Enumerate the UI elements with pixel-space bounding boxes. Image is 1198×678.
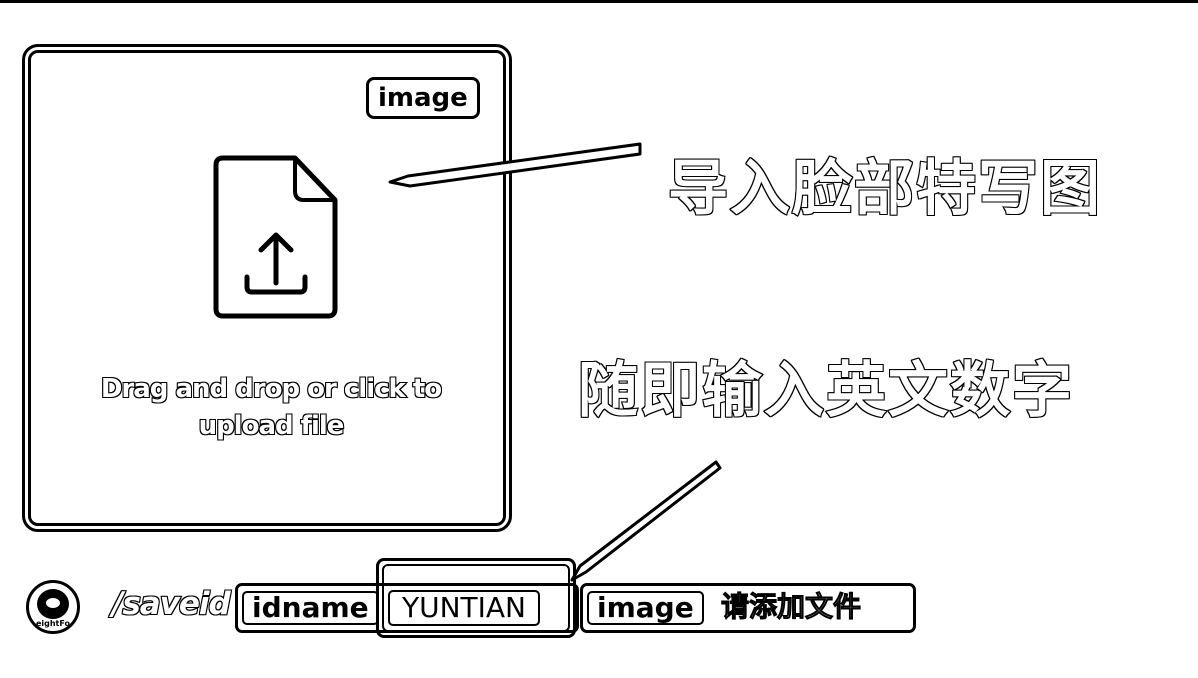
param-idname-input[interactable]: YUNTIAN	[388, 590, 541, 626]
callout-random-input: 随即输入英文数字	[577, 355, 1074, 427]
param-image[interactable]: image 请添加文件	[580, 583, 916, 633]
avatar-label: eightFo	[35, 619, 71, 628]
arrow-to-idname-value	[570, 460, 722, 582]
bot-avatar-icon: eightFo	[26, 580, 80, 634]
param-idname-label: idname	[242, 591, 379, 625]
file-upload-icon	[213, 155, 338, 319]
highlight-idname-value	[376, 558, 576, 638]
param-image-label: image	[587, 591, 704, 625]
upload-field-label: image	[366, 77, 480, 119]
param-idname[interactable]: idname YUNTIAN	[235, 583, 579, 633]
upload-instructions: Drag and drop or click to upload file	[100, 373, 443, 442]
image-upload-dropzone[interactable]: image Drag and drop or click to upload f…	[22, 44, 512, 532]
callout-face-image: 导入脸部特写图	[667, 153, 1102, 225]
slash-command: /saveid	[111, 585, 232, 623]
param-image-file-picker[interactable]: 请添加文件	[709, 590, 874, 627]
top-divider	[0, 0, 1198, 3]
